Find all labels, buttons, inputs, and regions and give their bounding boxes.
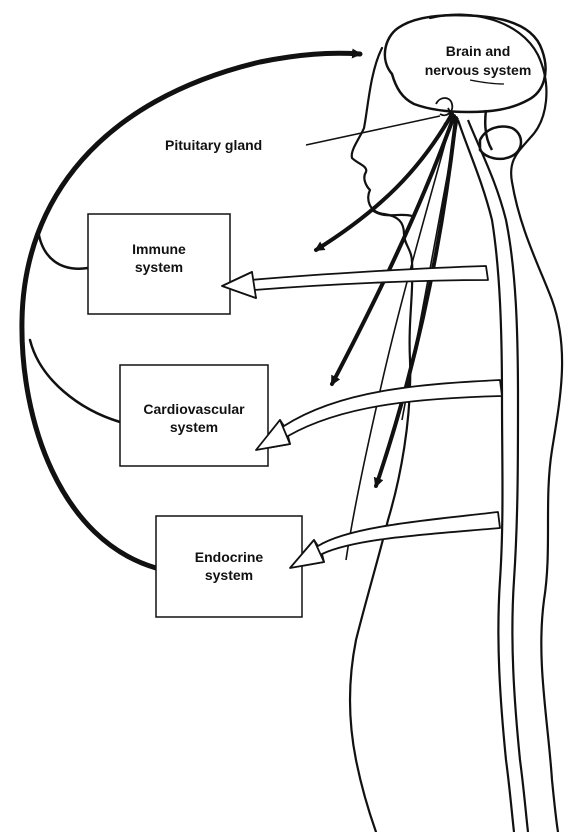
white-arrow-to-cardiovascular (256, 380, 502, 450)
cardiovascular-label-line1: Cardiovascular (143, 401, 245, 417)
feedback-from-immune (38, 230, 88, 269)
jaw-outline (372, 210, 412, 216)
back-outline (430, 15, 562, 832)
face-profile-outline (350, 48, 412, 832)
human-silhouette (350, 15, 562, 832)
hormonal-pathways (316, 114, 456, 486)
white-arrow-to-immune (222, 266, 488, 298)
immune-label-line1: Immune (132, 241, 186, 257)
brain-leader-line (470, 80, 504, 84)
pituitary-leader-line (306, 116, 440, 145)
immune-label-line2: system (135, 259, 183, 275)
spinal-cord (458, 120, 528, 832)
arrow-to-immune (316, 114, 452, 250)
endocrine-label-line1: Endocrine (195, 549, 264, 565)
arrow-to-endocrine (376, 118, 456, 486)
brain-label-line2: nervous system (425, 62, 532, 78)
endocrine-label-line2: system (205, 567, 253, 583)
feedback-from-cardiovascular (30, 340, 120, 422)
pituitary-label: Pituitary gland (165, 137, 262, 153)
brain-label-line1: Brain and (446, 43, 511, 59)
cardiovascular-label-line2: system (170, 419, 218, 435)
